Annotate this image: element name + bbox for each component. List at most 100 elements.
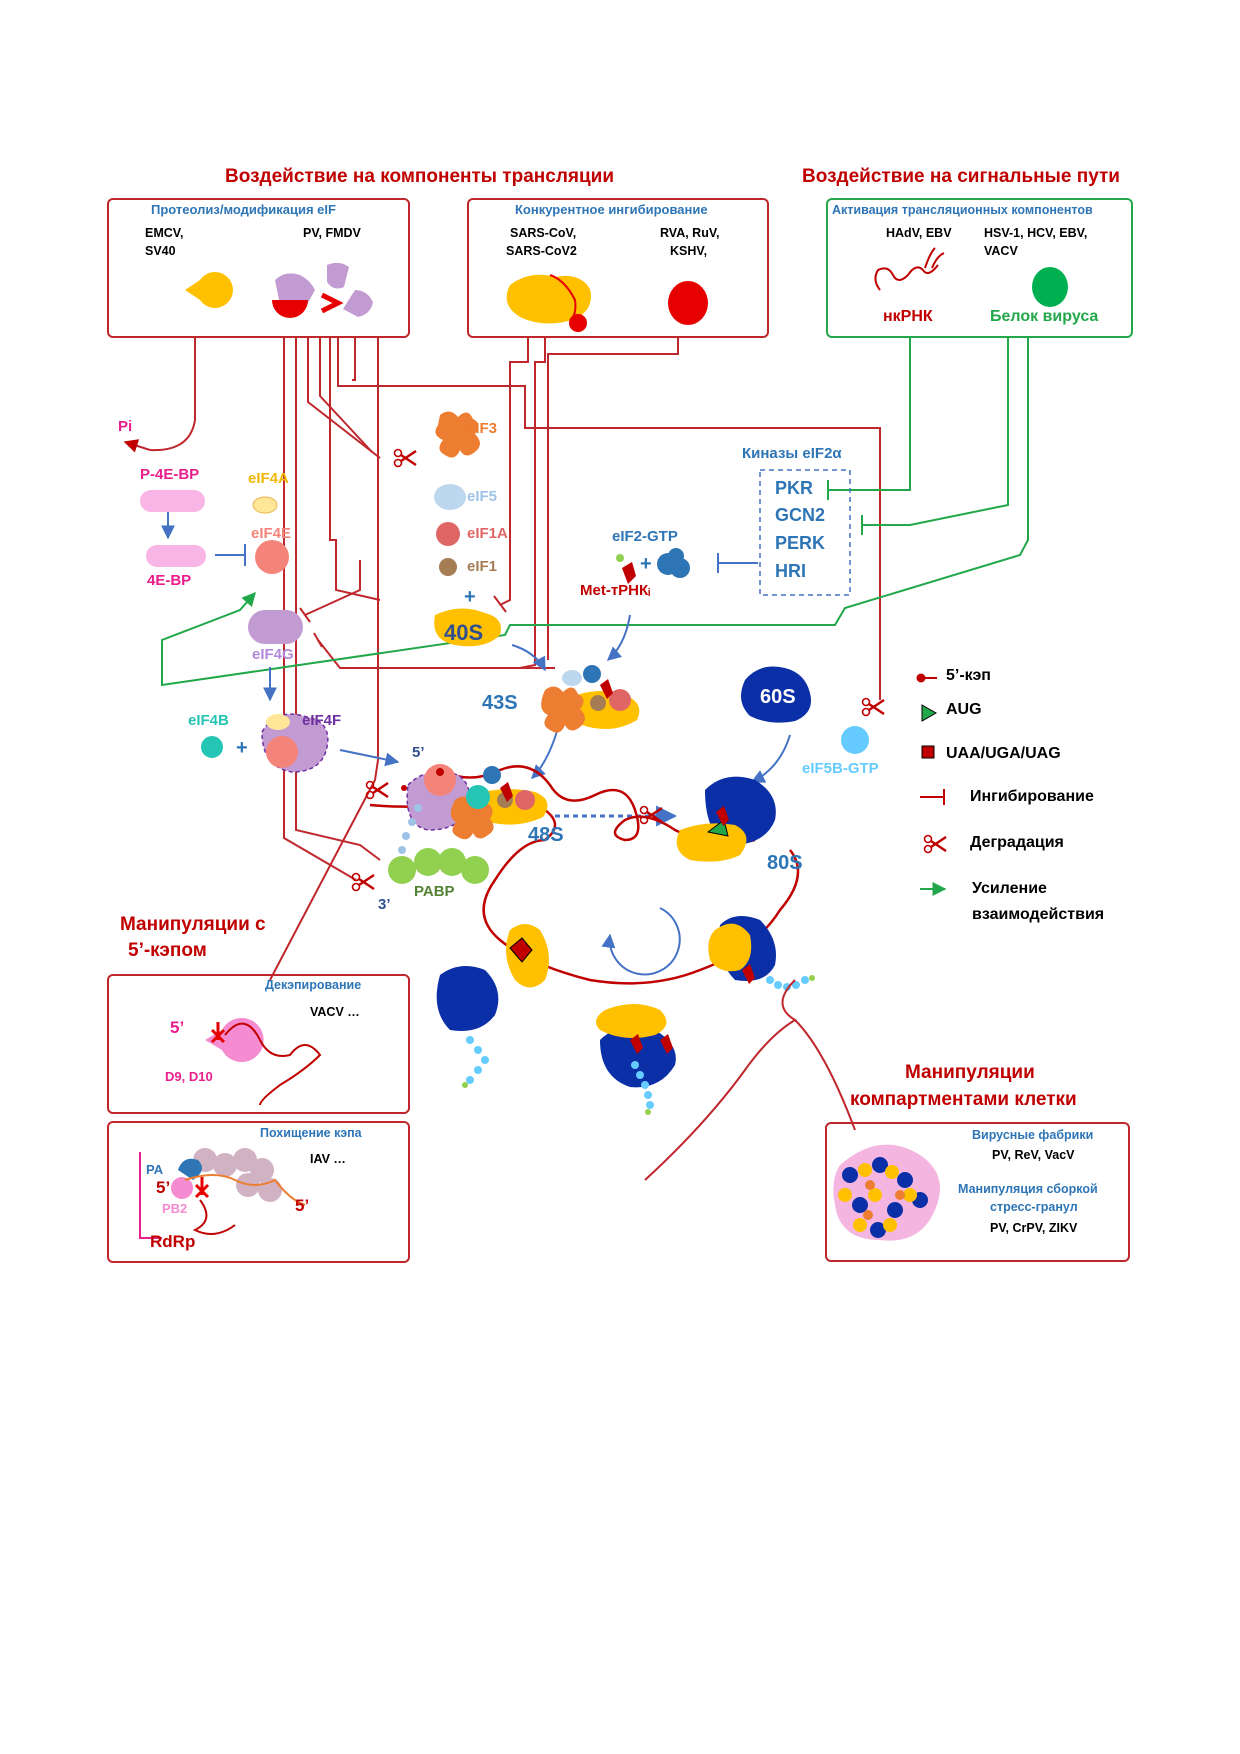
proteolysis-viruses-right: PV, FMDV <box>303 226 361 240</box>
cap-snatching-five-prime-right: 5’ <box>295 1196 310 1215</box>
ebp-shape-icon <box>146 545 206 567</box>
kinases-box <box>759 469 851 596</box>
proteolysis-title: Протеолиз/модификация eIF <box>151 202 336 217</box>
activation-title: Активация трансляционных компонентов <box>832 203 1093 217</box>
three-prime-label: 3’ <box>378 896 391 913</box>
connector-lines <box>123 338 1029 981</box>
header-signaling-pathways: Воздействие на сигнальные пути <box>802 166 1120 187</box>
eif5b-gtp-shape-icon <box>841 726 869 754</box>
eif1-label: eIF1 <box>467 558 498 575</box>
pb2-label: PB2 <box>162 1201 188 1216</box>
decapping-enzymes: D9, D10 <box>165 1069 213 1084</box>
met-trna-shape-icon <box>616 554 636 584</box>
rdrp-label: RdRp <box>150 1232 196 1251</box>
competitive-title: Конкурентное ингибирование <box>515 202 708 217</box>
competitive-viruses-right-1: RVA, RuV, <box>660 226 720 240</box>
compartments-bracket <box>644 979 797 1181</box>
legend-symbols <box>916 673 948 896</box>
ribosome-right-icon <box>708 916 815 991</box>
pi-label: Pi <box>118 418 133 435</box>
complex-43s-label: 43S <box>482 692 518 714</box>
legend-aug: AUG <box>946 701 982 718</box>
p-4ebp-label: P-4E-BP <box>140 466 200 483</box>
legend-enhancement-1: Усиление <box>972 880 1047 897</box>
complex-48s-icon <box>406 764 548 840</box>
competitive-viruses-left-2: SARS-CoV2 <box>506 244 577 258</box>
legend-degradation: Деградация <box>970 834 1064 851</box>
plus-sign-3: + <box>640 553 652 575</box>
eif4b-label: eIF4B <box>188 712 229 729</box>
decapping-graphic <box>205 1017 322 1106</box>
subunit-60s-label: 60S <box>760 686 796 708</box>
kinase-hri: HRI <box>775 561 806 581</box>
eif4g-label: eIF4G <box>252 646 294 663</box>
viral-protein-icon <box>1032 267 1068 307</box>
eif1a-shape-icon <box>436 522 460 546</box>
five-prime-label: 5’ <box>412 744 425 761</box>
ribosome-left-icon <box>436 924 549 1088</box>
cap-snatching-graphic <box>139 1148 306 1239</box>
legend-enhancement-2: взаимодействия <box>972 906 1105 923</box>
eif4e-shape-icon <box>255 540 289 574</box>
legend-cap: 5’-кэп <box>946 667 991 684</box>
proteolysis-viruses-left-1: EMCV, <box>145 226 184 240</box>
activation-viruses-right-1: HSV-1, HCV, EBV, <box>984 226 1088 240</box>
kinases-title: Киназы eIF2α <box>742 445 842 462</box>
red-protein-icon <box>668 281 708 325</box>
decapping-box <box>107 974 410 1114</box>
eif4e-label: eIF4E <box>251 525 292 542</box>
decapping-five-prime: 5’ <box>170 1018 185 1037</box>
header-compartments-1: Манипуляции <box>905 1062 1035 1083</box>
complex-48s-label: 48S <box>528 824 564 846</box>
header-cap-manipulation-1: Манипуляции с <box>120 914 266 935</box>
pabp-shape-icon <box>388 848 489 884</box>
activation-viruses-right-2: VACV <box>984 244 1018 258</box>
proteolysis-box <box>107 198 410 338</box>
pacman-protease-icon <box>185 271 233 308</box>
pathway-arrows <box>161 512 791 976</box>
factories-title: Вирусные фабрики <box>972 1128 1094 1142</box>
eif1a-label: eIF1A <box>467 525 508 542</box>
decapping-title: Декэпирование <box>265 978 362 992</box>
proteolysis-viruses-left-2: SV40 <box>145 244 176 258</box>
complex-43s-icon <box>541 665 640 733</box>
pabp-label: PABP <box>414 883 455 900</box>
eif5-shape-icon <box>434 484 466 510</box>
met-trna-label: Met-тРНКᵢ <box>580 582 651 599</box>
compartments-box <box>825 1122 1130 1262</box>
competitive-viruses-right-2: KSHV, <box>670 244 708 258</box>
ribosome-80s-label: 80S <box>767 852 803 874</box>
eif2-gtp-shape-icon <box>657 548 690 578</box>
eif4b-shape-icon <box>201 736 223 758</box>
stress-granule-icon <box>833 1144 940 1241</box>
eif4f-label: eIF4F <box>302 712 342 729</box>
eif4a-label: eIF4A <box>248 470 289 487</box>
stress-viruses: PV, CrPV, ZIKV <box>990 1221 1078 1235</box>
competitive-inhibition-box <box>467 198 769 338</box>
header-translation-components: Воздействие на компоненты трансляции <box>225 166 615 187</box>
competitive-viruses-left-1: SARS-CoV, <box>510 226 577 240</box>
scissors-eif3-icon <box>393 448 418 468</box>
cap-snatching-title: Похищение кэпа <box>260 1126 362 1140</box>
cap-snatching-box <box>107 1121 410 1263</box>
plus-sign-2: + <box>464 586 476 608</box>
eif2-gtp-label: eIF2-GTP <box>612 528 678 545</box>
ribosome-bottom-icon <box>596 1004 676 1115</box>
ncrna-icon <box>874 247 945 291</box>
eif5-label: eIF5 <box>467 488 498 505</box>
viral-complex-icon <box>506 274 591 332</box>
cap-snatching-viruses: IAV … <box>310 1152 346 1166</box>
kinase-pkr: PKR <box>775 478 814 498</box>
factories-viruses: PV, ReV, VacV <box>992 1148 1075 1162</box>
cap-snatching-five-prime-left: 5’ <box>156 1178 171 1197</box>
subunit-40s-label: 40S <box>444 620 484 645</box>
p-4ebp-shape-icon <box>140 490 205 512</box>
subunit-60s-icon <box>741 666 811 723</box>
ribosome-80s-icon <box>676 776 776 862</box>
stress-title-1: Манипуляция сборкой <box>958 1182 1098 1196</box>
decapping-viruses: VACV … <box>310 1005 360 1019</box>
pa-label: PA <box>146 1162 164 1177</box>
subunit-40s-icon <box>434 608 501 647</box>
eif4g-shape-icon <box>248 610 303 644</box>
